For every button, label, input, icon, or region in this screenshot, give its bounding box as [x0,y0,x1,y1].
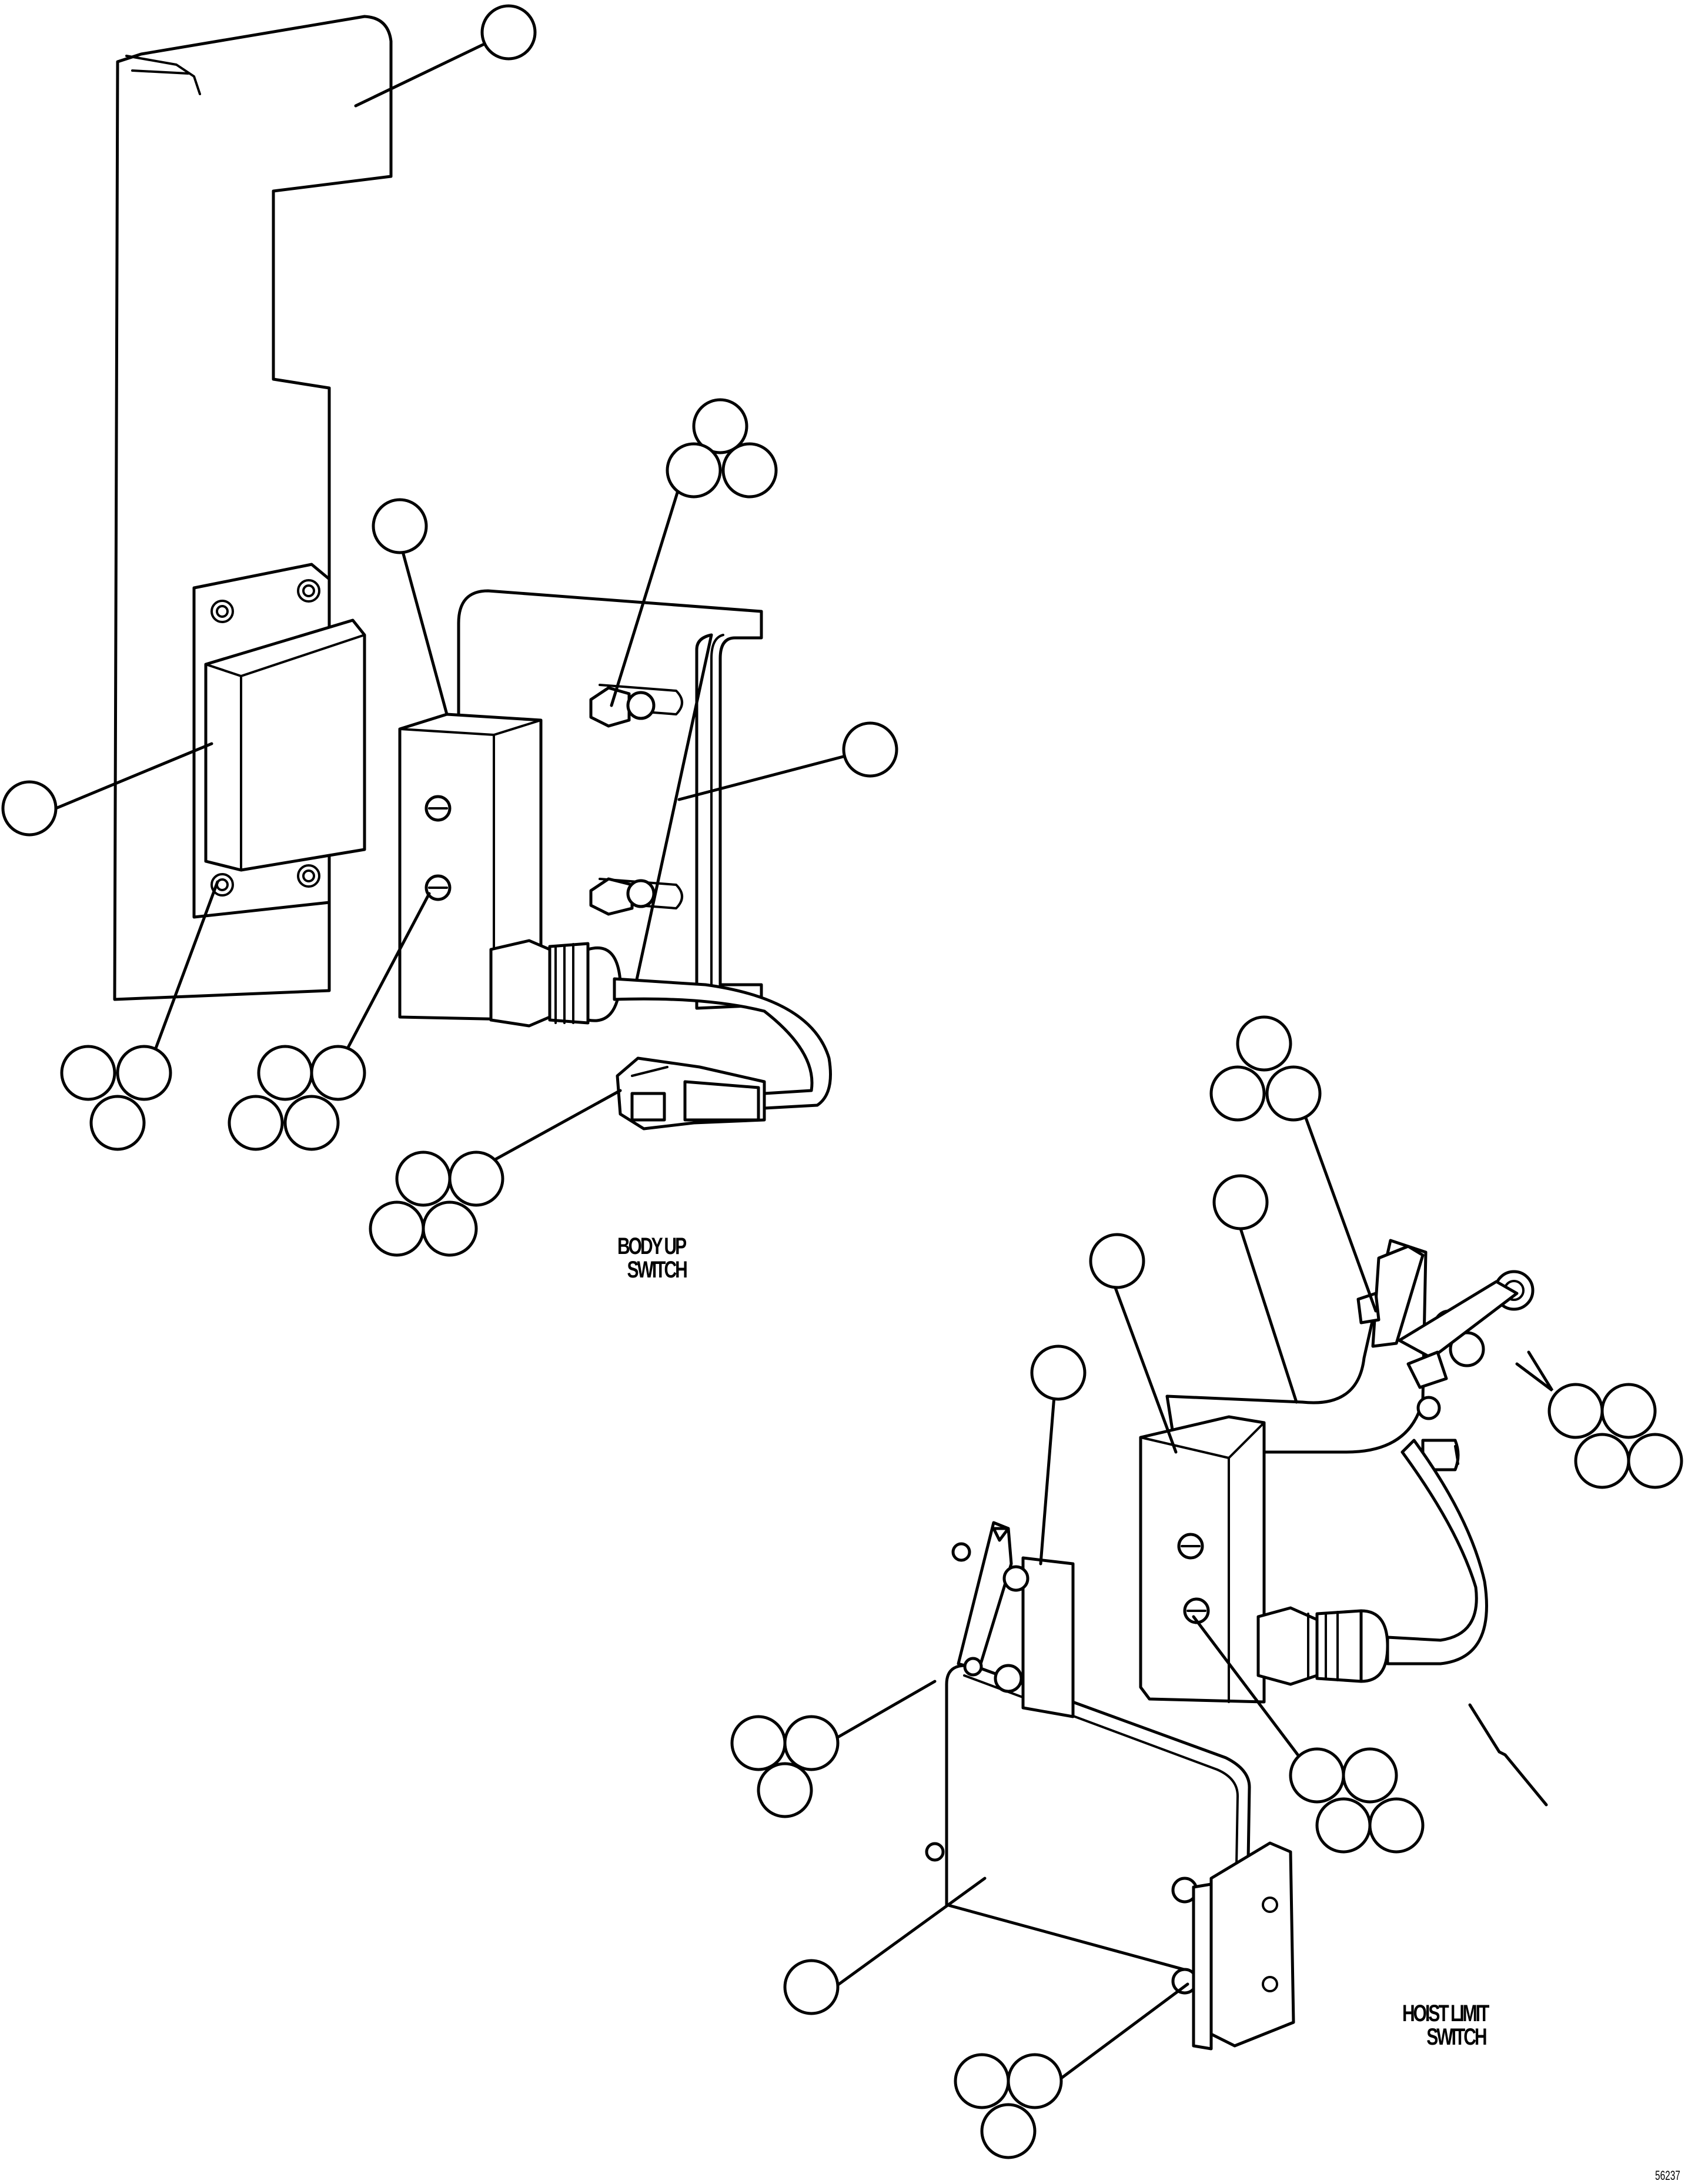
figure-number: 56237 [1655,2168,1680,2183]
callout-bubble [1211,1067,1264,1120]
connector-plug [617,1058,764,1129]
callout-bubble [1370,1799,1423,1852]
callout-bubble [1291,1749,1343,1802]
callout-bubble [1576,1434,1629,1487]
callout-bubble [1317,1799,1370,1852]
callout-bubble [758,1764,811,1817]
callout-bubble [1008,2055,1061,2108]
callout-bubble [1238,1017,1291,1070]
callout-bubble [955,2055,1008,2108]
callout-bubble [732,1717,785,1770]
callout-bubble [785,1961,838,2014]
callout-bubble [118,1046,171,1099]
callout-bubble [370,1202,423,1255]
hoist-limit-switch-assembly [835,1108,1552,2078]
callout-bubble [844,723,897,776]
callout-bubble [694,400,747,453]
callout-bubble [1602,1384,1655,1437]
callout-bubble [1629,1434,1682,1487]
body-up-label-line1: BODY UP [617,1233,687,1259]
callout-bubbles [3,6,1682,2158]
callout-bubble [1032,1346,1085,1399]
callout-bubble [482,6,535,59]
lower-bracket [927,1523,1293,2049]
callout-bubble [312,1046,365,1099]
hoist-limit-label-line2: SWITCH [1426,2024,1487,2050]
callout-bubble [229,1096,282,1149]
callout-bubble [667,444,720,497]
body-up-switch-assembly [56,16,870,1170]
body-up-label-line2: SWITCH [627,1257,688,1283]
cable [614,979,831,1108]
proximity-switch [400,714,620,1026]
body-up-switch-label: BODY UP SWITCH [617,1233,688,1283]
callout-bubble [1549,1384,1602,1437]
hoist-limit-label-line1: HOIST LIMIT [1402,2001,1489,2026]
callout-bubble [1091,1235,1144,1287]
callout-bubble [1214,1176,1267,1229]
callout-bubble [1343,1749,1396,1802]
callout-bubble [397,1152,450,1205]
callout-bubble [450,1152,503,1205]
callout-bubble [723,444,776,497]
upper-bracket [1167,1240,1533,1470]
hoist-limit-switch-label: HOIST LIMIT SWITCH [1402,2001,1489,2050]
callout-bubble [62,1046,115,1099]
callout-bubble [259,1046,312,1099]
callout-bubble [3,782,56,835]
switch-block-left [194,564,365,917]
callout-bubble [285,1096,338,1149]
callout-bubble [982,2105,1035,2158]
hoist-proximity-switch [1141,1417,1486,1702]
callout-bubble [373,500,426,553]
callout-bubble [423,1202,476,1255]
callout-bubble [91,1096,144,1149]
callout-bubble [785,1717,838,1770]
callout-bubble [1267,1067,1320,1120]
